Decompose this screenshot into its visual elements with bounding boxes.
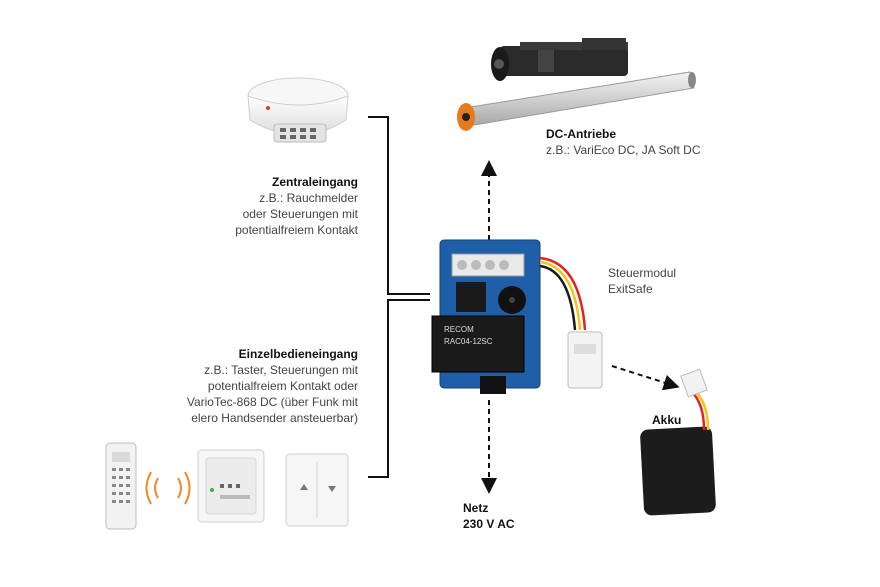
zentral-line: potentialfreiem Kontakt <box>235 223 358 237</box>
akku-label: Akku <box>652 412 712 428</box>
steuermodul-label: Steuermodul ExitSafe <box>608 265 728 297</box>
akku-title: Akku <box>652 413 682 427</box>
netz-label: Netz 230 V AC <box>463 500 553 532</box>
connector-lines <box>368 116 430 478</box>
radio-waves-icon <box>145 471 191 505</box>
einzel-line: z.B.: Taster, Steuerungen mit <box>204 363 358 377</box>
zentral-line: z.B.: Rauchmelder <box>259 191 358 205</box>
push-button-icon <box>285 453 349 527</box>
dashed-arrows <box>481 160 680 494</box>
motor-tube-icon <box>457 71 696 131</box>
steuermodul-line1: Steuermodul <box>608 266 677 280</box>
switch-icon <box>197 449 265 523</box>
remote-control-icon <box>105 442 137 530</box>
zentral-line: oder Steuerungen mit <box>242 207 358 221</box>
einzel-line: elero Handsender ansteuerbar) <box>191 411 358 425</box>
zentral-title: Zentraleingang <box>271 175 358 189</box>
dc-label: DC-Antriebe z.B.: VariEco DC, JA Soft DC <box>546 126 746 158</box>
einzel-connector <box>368 299 430 478</box>
control-module-icon: RECOM RAC04-12SC <box>431 239 603 394</box>
netz-subtitle: 230 V AC <box>463 517 515 531</box>
chip-brand: RECOM <box>444 325 474 334</box>
steuermodul-line2: ExitSafe <box>608 282 653 296</box>
arrow-to-akku <box>611 365 680 391</box>
dc-title: DC-Antriebe <box>546 127 617 141</box>
einzel-title: Einzelbedieneingang <box>238 347 358 361</box>
dc-subtitle: z.B.: VariEco DC, JA Soft DC <box>546 143 701 157</box>
einzel-label: Einzelbedieneingang z.B.: Taster, Steuer… <box>175 346 358 426</box>
chip-label: RAC04-12SC <box>444 337 493 346</box>
einzel-line: VarioTec-868 DC (über Funk mit <box>186 395 358 409</box>
einzel-line: potentialfreiem Kontakt oder <box>207 379 358 393</box>
smoke-detector-icon <box>247 77 349 143</box>
netz-title: Netz <box>463 501 489 515</box>
battery-icon <box>640 368 716 516</box>
zentral-label: Zentraleingang z.B.: Rauchmelder oder St… <box>200 174 358 238</box>
motor-icon <box>491 38 628 81</box>
zentral-connector <box>368 116 430 295</box>
